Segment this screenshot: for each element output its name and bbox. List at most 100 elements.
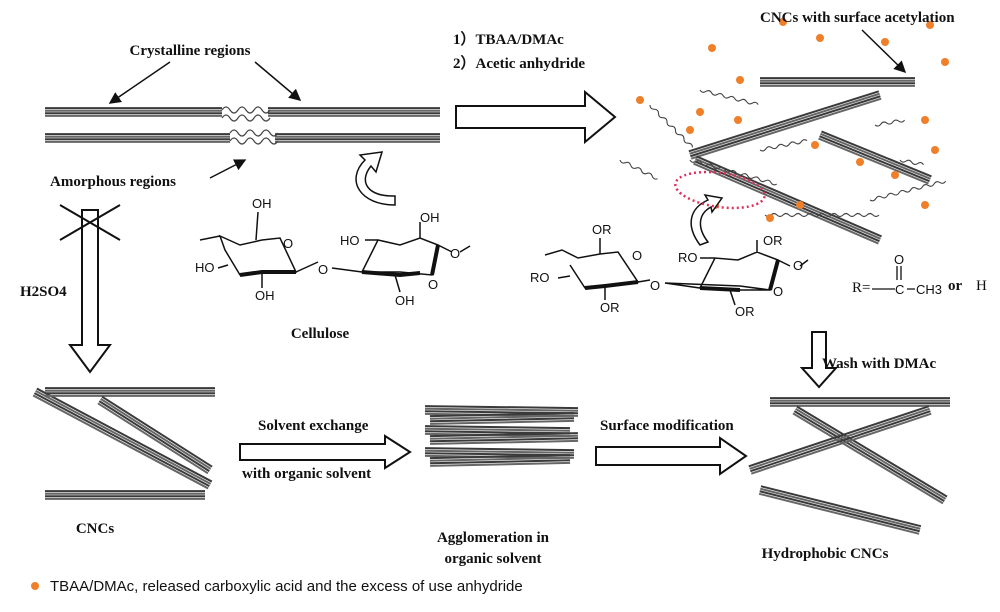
ring-oxygen: O (428, 277, 438, 292)
pointer-arrow (108, 61, 171, 104)
ring-oxygen: O (283, 236, 293, 251)
cnc-fibril (429, 412, 575, 425)
ho-group: HO (195, 260, 215, 275)
reagent-dot (921, 201, 929, 209)
blocked-arrow-down (68, 209, 112, 374)
cnc-fibril (268, 107, 440, 117)
ho-group: HO (340, 233, 360, 248)
reagent-dot (696, 108, 704, 116)
reaction-arrow-right (455, 89, 617, 145)
acetylated-label: CNCs with surface acetylation (760, 10, 955, 26)
solvent-exchange-label-2: with organic solvent (242, 466, 371, 482)
acetyl-chain (689, 159, 777, 186)
wash-arrow-down (799, 331, 839, 389)
methyl: CH3 (916, 282, 942, 297)
dots-layer (636, 18, 949, 222)
oh-group: OH (252, 196, 272, 211)
surface-mod-label: Surface modification (600, 418, 734, 434)
acetyl-chain (899, 159, 924, 166)
highlight-loop (674, 170, 766, 210)
or-group: OR (592, 222, 612, 237)
terminal-oxygen: O (793, 258, 803, 273)
pointer-arrow (209, 159, 247, 179)
reagent-dot (891, 171, 899, 179)
acetylated-labels: OR RO O OR O RO OR O OR O (530, 222, 803, 319)
cnc-fibril (818, 130, 932, 185)
crystalline-label: Crystalline regions (130, 43, 251, 59)
oh-group: OH (395, 293, 415, 308)
cross-mark (59, 204, 121, 241)
cnc-fibril (32, 387, 213, 490)
carbonyl-oxygen: O (894, 252, 904, 267)
cellulose-labels: OH O HO OH O HO OH O OH O (195, 196, 460, 308)
terminal-oxygen: O (450, 246, 460, 261)
legend-text: TBAA/DMAc, released carboxylic acid and … (50, 578, 523, 595)
reagent-dot (856, 158, 864, 166)
oh-group: OH (420, 210, 440, 225)
or-group: OR (763, 233, 783, 248)
reagent-dot (734, 116, 742, 124)
cnc-fibril (693, 155, 882, 245)
reagent-dot (921, 116, 929, 124)
solvent-exchange-label: Solvent exchange (258, 418, 369, 434)
fibrils-layer (32, 77, 950, 535)
cnc-fibril (792, 405, 948, 505)
acetyl-chain (764, 212, 880, 218)
reagent-dot (708, 44, 716, 52)
reagent-dot (811, 141, 819, 149)
curved-arrow-icon (355, 151, 396, 206)
r-group-definition: R= O C CH3 or H (852, 252, 987, 297)
curved-arrow-icon (690, 193, 724, 246)
pointer-arrow (861, 29, 907, 74)
solvent-exchange-arrow (239, 434, 412, 470)
acetyl-chain (869, 180, 947, 202)
acetyl-chain (619, 159, 658, 180)
acetyl-chain (699, 89, 759, 105)
cnc-fibril (45, 387, 215, 397)
reagent-dot (686, 126, 694, 134)
or-text: or (948, 278, 963, 294)
cnc-fibril (748, 405, 932, 475)
amorphous-region-coil (221, 106, 279, 145)
cnc-fibril (770, 397, 950, 407)
reagent-dot (766, 214, 774, 222)
cellulose-label: Cellulose (291, 326, 350, 342)
or-group: OR (600, 300, 620, 315)
cnc-fibril (45, 490, 205, 500)
acetylated-cellulose-structure (544, 238, 809, 306)
reagent-dot (881, 38, 889, 46)
step1-label: 1）TBAA/DMAc (453, 30, 564, 48)
reagent-dot (926, 21, 934, 29)
agglomeration-label: Agglomeration in (437, 530, 550, 546)
ring-oxygen: O (632, 248, 642, 263)
reagent-dot (736, 76, 744, 84)
ro-group: RO (530, 270, 550, 285)
surface-mod-arrow (595, 436, 748, 476)
acetyl-chain (649, 104, 693, 148)
amorphous-label: Amorphous regions (50, 174, 176, 190)
r-equals: R= (852, 280, 870, 296)
reagent-dot (816, 34, 824, 42)
acetyl-chain (759, 139, 808, 152)
cnc-fibril (429, 432, 579, 445)
glycosidic-oxygen: O (650, 278, 660, 293)
cncs-label: CNCs (76, 521, 114, 537)
chains-layer (619, 89, 947, 218)
oh-group: OH (255, 288, 275, 303)
cnc-fibril (429, 454, 571, 467)
pointer-arrow (254, 61, 302, 101)
cnc-fibril (760, 77, 915, 87)
step2-label: 2）Acetic anhydride (453, 54, 585, 72)
reagent-dot (636, 96, 644, 104)
reagent-dot (931, 146, 939, 154)
ring-oxygen: O (773, 284, 783, 299)
reagent-dot (796, 201, 804, 209)
cnc-fibril (97, 395, 213, 475)
wash-label: Wash with DMAc (822, 356, 937, 372)
cnc-fibril (45, 107, 222, 117)
hydrophobic-label: Hydrophobic CNCs (762, 546, 889, 562)
glycosidic-oxygen: O (318, 262, 328, 277)
h2so4-label: H2SO4 (20, 284, 67, 300)
